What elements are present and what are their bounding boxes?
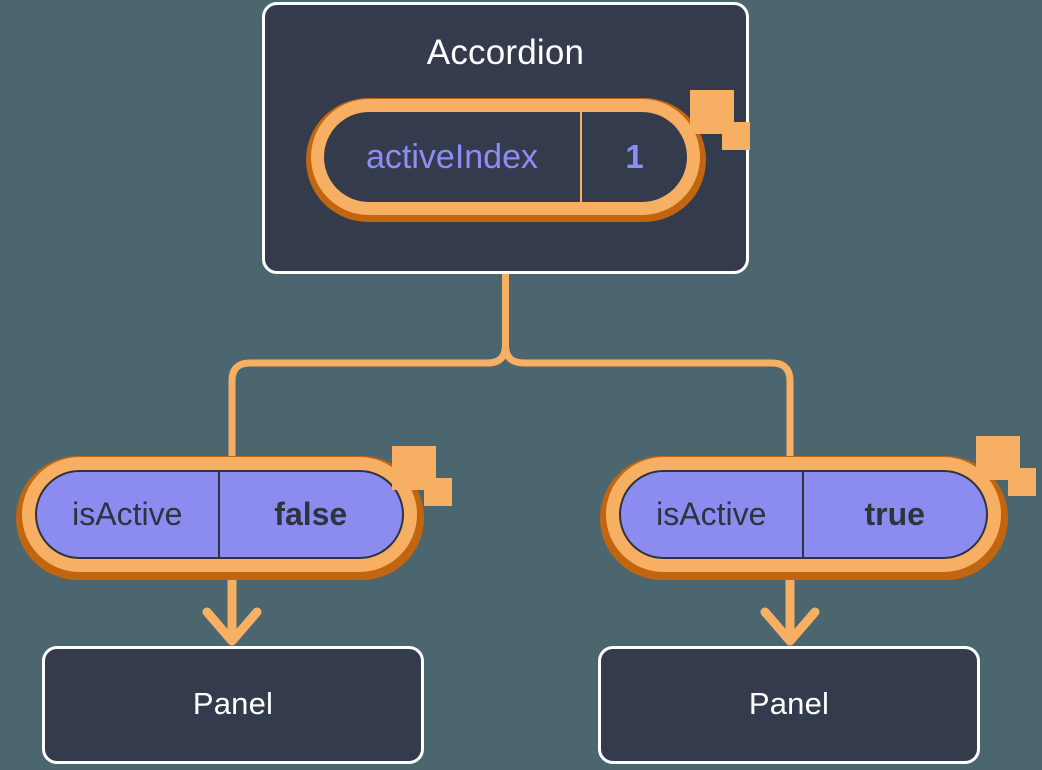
state-value-label: true: [864, 496, 925, 532]
pill-body: activeIndex 1: [324, 112, 687, 202]
state-pill-activeindex[interactable]: activeIndex 1: [306, 98, 706, 222]
state-value-label: 1: [625, 138, 644, 175]
state-pill-isactive-true[interactable]: isActive true: [600, 456, 1008, 580]
state-key-label: activeIndex: [324, 112, 582, 202]
state-pill-isactive-false[interactable]: isActive false: [16, 456, 424, 580]
connector-to-left-child: [228, 270, 509, 460]
arrow-down-icon-right: [760, 578, 820, 646]
panel-title: Panel: [748, 686, 830, 721]
pill-body: isActive false: [35, 470, 404, 559]
connector-to-right-child: [502, 270, 794, 460]
component-card-panel-left[interactable]: Panel: [42, 646, 424, 764]
state-key-label: isActive: [621, 472, 804, 557]
sparkle-icon: [424, 478, 452, 506]
page-title: Accordion: [426, 33, 585, 72]
state-value-label: false: [274, 496, 348, 532]
sparkle-icon: [1008, 468, 1036, 496]
component-card-panel-right[interactable]: Panel: [598, 646, 980, 764]
state-key-label: isActive: [37, 472, 220, 557]
panel-title: Panel: [192, 686, 274, 721]
arrow-down-icon-left: [202, 578, 262, 646]
pill-body: isActive true: [619, 470, 988, 559]
